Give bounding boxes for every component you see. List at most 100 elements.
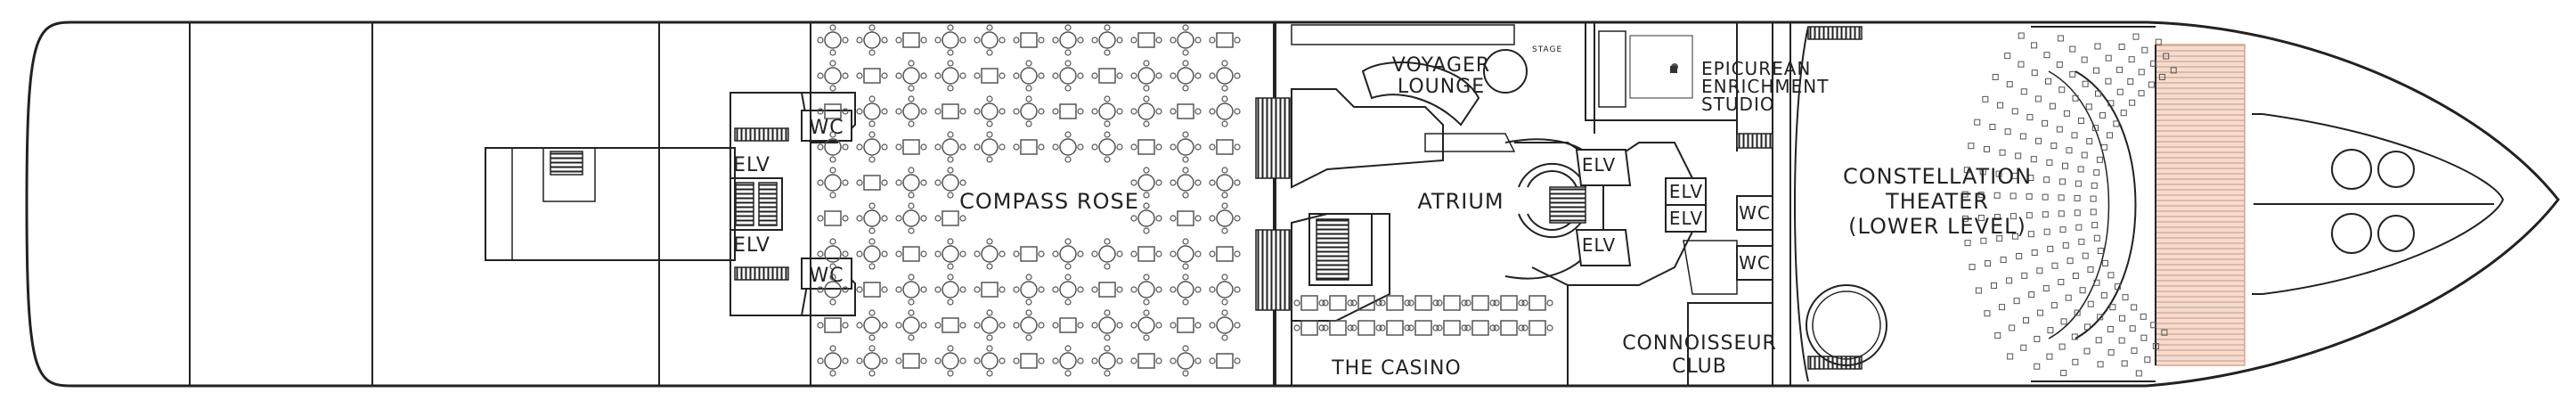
theater-seat [2094, 90, 2101, 97]
theater-seat [1979, 168, 1986, 176]
theater-seat [2036, 267, 2043, 274]
theater-label-line1: CONSTELLATION [1843, 164, 2032, 189]
theater-seat [2006, 277, 2013, 284]
theater-seat [1964, 240, 1971, 247]
wc-label-forward-1: WC [1739, 202, 1771, 224]
theater-seat [2074, 194, 2081, 201]
theater-seat [1994, 331, 2001, 339]
theater-seat [2012, 233, 2019, 240]
theater-seat [2090, 195, 2097, 202]
theater-seat [2042, 119, 2049, 127]
compass-rose-area [810, 21, 1275, 387]
theater-seat [2100, 291, 2107, 299]
theater-seat [2027, 175, 2034, 182]
theater-seat [2082, 80, 2089, 87]
theater-seat [2034, 335, 2041, 342]
theater-seat [1996, 235, 2003, 242]
theater-seat [2144, 356, 2151, 364]
theater-seat [2060, 318, 2067, 325]
theater-seat [2036, 309, 2043, 316]
theater-seat [2006, 81, 2013, 88]
theater-seat [2090, 209, 2097, 216]
theater-seat [2026, 193, 2033, 200]
theater-seat [2011, 172, 2018, 179]
theater-seat [2077, 117, 2084, 124]
theater-seat [1995, 170, 2002, 177]
theater-seat [2058, 210, 2065, 217]
theater-seat [2131, 348, 2138, 355]
theater-seat [2109, 304, 2116, 311]
theater-seat [2107, 100, 2115, 107]
theater-seat [2118, 337, 2125, 344]
theater-seat [2028, 291, 2035, 299]
theater-seat [2131, 304, 2138, 311]
elv-label-aft-upper: ELV [733, 154, 770, 176]
theater-seat [2087, 266, 2094, 273]
theater-seat [2075, 224, 2083, 231]
theater-seat [2091, 125, 2099, 132]
voyager-lounge-label-line2: LOUNGE [1398, 76, 1485, 98]
theater-seat [2045, 78, 2052, 85]
theater-seat [2059, 226, 2067, 233]
theater-seat [1992, 73, 1999, 80]
theater-seat [2150, 60, 2157, 67]
compass-rose-label: COMPASS ROSE [959, 189, 1139, 214]
theater-seat [2004, 128, 2011, 135]
theater-seat [2004, 53, 2011, 60]
theater-seat [2009, 192, 2017, 200]
aft-structure [485, 147, 736, 261]
theater-seat [1968, 143, 1975, 150]
theater-seat [2072, 272, 2079, 279]
bow-deck [2252, 113, 2505, 295]
theater-seat [2031, 42, 2038, 49]
theater-seat [2122, 294, 2129, 301]
forward-lobby [1665, 177, 1773, 387]
theater-seat [2083, 348, 2091, 355]
theater-seat [2049, 102, 2056, 110]
theater-seat [1985, 260, 1992, 267]
theater-seat [2018, 32, 2025, 39]
theater-seat [2105, 54, 2112, 61]
theater-seat [2026, 114, 2034, 121]
theater-seat [2075, 180, 2082, 187]
theater-seat [1999, 304, 2006, 311]
theater-seat [2138, 90, 2145, 97]
theater-seat [2118, 43, 2125, 50]
theater-seat [2035, 137, 2042, 144]
theater-seat [2097, 248, 2104, 255]
theater-seat [2095, 337, 2102, 344]
theater-seat [2129, 99, 2136, 106]
theater-seat [2058, 86, 2066, 94]
theater-seat [2019, 133, 2026, 140]
theater-seat [1993, 192, 2001, 199]
theater-seat [2009, 213, 2017, 220]
theater-seat [1980, 237, 1987, 244]
theater-seat [2058, 343, 2066, 350]
wc-label-forward-2: WC [1739, 252, 1771, 274]
theater-seat [2030, 156, 2037, 163]
theater-seat [1993, 214, 2001, 221]
theater-seat [2058, 194, 2065, 201]
theater-seat [2074, 209, 2081, 217]
theater-seat [1977, 214, 1985, 221]
theater-seat [2093, 67, 2100, 74]
theater-seat [2043, 52, 2050, 59]
theater-seat [2067, 258, 2074, 265]
theater-seat [2034, 363, 2041, 370]
theater-seat [2163, 53, 2170, 60]
theater-seat [2000, 257, 2007, 264]
casino [1291, 285, 1569, 386]
theater-seat [2069, 45, 2076, 53]
theater-seat [2077, 166, 2084, 173]
theater-seat [2062, 241, 2069, 249]
theater-seat [2107, 325, 2114, 332]
theater-seat [2072, 358, 2079, 365]
theater-seat [2085, 103, 2092, 110]
wc-label-aft-upper: WC [809, 117, 844, 139]
theater-seat [2132, 33, 2140, 40]
theater-seat [2015, 152, 2022, 160]
theater-seat [2063, 110, 2070, 117]
theater-seat [2058, 279, 2065, 286]
theater-seat [1974, 119, 1981, 126]
theater-seat [2102, 259, 2109, 266]
